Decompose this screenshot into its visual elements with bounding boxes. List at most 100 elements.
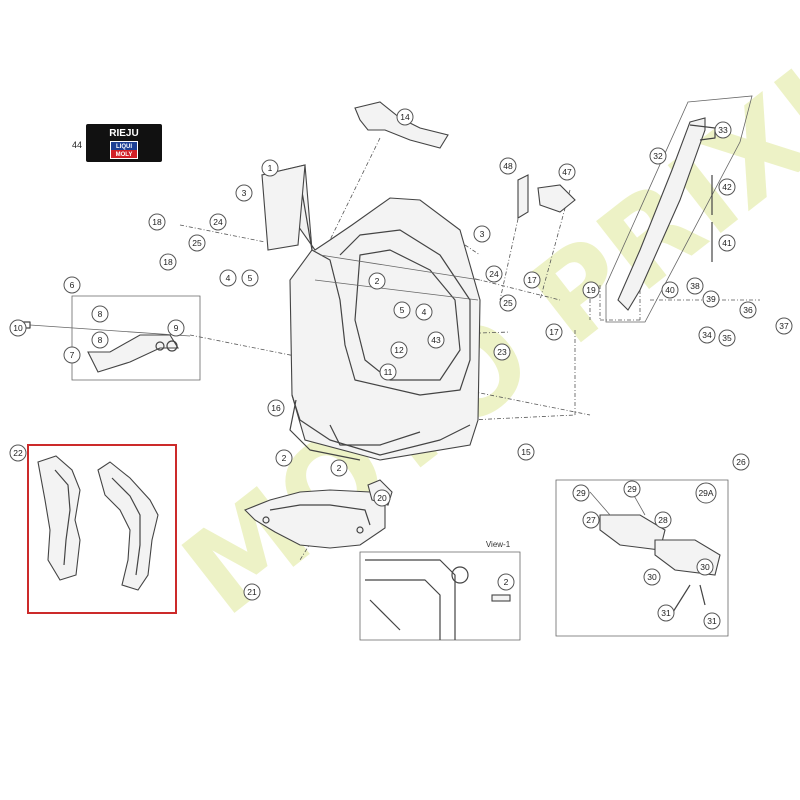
callout-19: 19 (582, 281, 600, 299)
callout-label: 17 (549, 327, 559, 337)
callout-41: 41 (718, 234, 736, 252)
callout-1: 1 (261, 159, 279, 177)
callout-37: 37 (775, 317, 793, 335)
callout-label: 2 (375, 276, 380, 286)
callout-label: 3 (480, 229, 485, 239)
callout-28: 28 (654, 511, 672, 529)
callout-label: 2 (337, 463, 342, 473)
highlight-frame (27, 444, 177, 614)
callout-label: 12 (394, 345, 404, 355)
callout-label: 8 (98, 309, 103, 319)
callout-label: 33 (718, 125, 728, 135)
callout-label: 4 (422, 307, 427, 317)
callout-23: 23 (493, 343, 511, 361)
footrest-assembly (555, 479, 729, 637)
callout-18b: 18 (159, 253, 177, 271)
callout-30b: 30 (696, 558, 714, 576)
callout-label: 17 (527, 275, 537, 285)
callout-10: 10 (9, 319, 27, 337)
callout-label: 20 (377, 493, 387, 503)
callout-22: 22 (9, 444, 27, 462)
callout-label: 18 (152, 217, 162, 227)
callout-36: 36 (739, 301, 757, 319)
callout-label: 7 (70, 350, 75, 360)
callout-label: 23 (497, 347, 507, 357)
callout-3a: 3 (235, 184, 253, 202)
callout-label: 25 (503, 298, 513, 308)
callout-38: 38 (686, 277, 704, 295)
callout-27: 27 (582, 511, 600, 529)
callout-label: 9 (174, 323, 179, 333)
callout-label: 5 (400, 305, 405, 315)
callout-label: 25 (192, 238, 202, 248)
callout-label: 26 (736, 457, 746, 467)
callout-14: 14 (396, 108, 414, 126)
callout-label: 36 (743, 305, 753, 315)
callout-26: 26 (732, 453, 750, 471)
callout-21: 21 (243, 583, 261, 601)
view-label: View-1 (486, 540, 511, 549)
callout-label: 2 (282, 453, 287, 463)
callout-40: 40 (661, 281, 679, 299)
callout-label: 14 (400, 112, 410, 122)
callout-label: 4 (226, 273, 231, 283)
callout-label: 35 (722, 333, 732, 343)
callout-label: 11 (384, 367, 393, 377)
callout-8b: 8 (91, 331, 109, 349)
callout-3b: 3 (473, 225, 491, 243)
callout-label: 37 (779, 321, 789, 331)
callout-label: 29 (627, 484, 637, 494)
callout-label: 43 (431, 335, 441, 345)
callout-47: 47 (558, 163, 576, 181)
engine-mount-bracket (517, 174, 576, 219)
callout-25b: 25 (499, 294, 517, 312)
callout-39: 39 (702, 290, 720, 308)
callout-25a: 25 (188, 234, 206, 252)
callout-label: 19 (586, 285, 596, 295)
callout-label: 29 (576, 488, 586, 498)
callout-29a: 29 (572, 484, 590, 502)
frame-guard-set (37, 455, 159, 591)
callout-label: 5 (248, 273, 253, 283)
callout-2a: 2 (368, 272, 386, 290)
part-callouts: 1222233445567889101112141516171718181920… (9, 108, 793, 630)
callout-9: 9 (167, 319, 185, 337)
callout-label: 3 (242, 188, 247, 198)
callout-35: 35 (718, 329, 736, 347)
callout-43: 43 (427, 331, 445, 349)
callout-4b: 4 (415, 303, 433, 321)
callout-label: 31 (707, 616, 717, 626)
callout-31a: 31 (657, 604, 675, 622)
callout-label: 42 (722, 182, 732, 192)
callout-label: 10 (13, 323, 23, 333)
callout-29A: 29A (695, 482, 717, 504)
callout-label: 30 (647, 572, 657, 582)
callout-label: 48 (503, 161, 513, 171)
logo-partner-line1: LIQUI (116, 144, 132, 150)
logo-brand-text: RIEJU (109, 128, 138, 139)
callout-20: 20 (373, 489, 391, 507)
callout-17b: 17 (545, 323, 563, 341)
callout-label: 6 (70, 280, 75, 290)
pedal-assembly (21, 295, 201, 381)
callout-label: 24 (489, 269, 499, 279)
callout-18a: 18 (148, 213, 166, 231)
callout-label: 18 (163, 257, 173, 267)
callout-2b: 2 (275, 449, 293, 467)
callout-31b: 31 (703, 612, 721, 630)
callout-11: 11 (379, 363, 397, 381)
callout-34: 34 (698, 326, 716, 344)
callout-24a: 24 (209, 213, 227, 231)
callout-5a: 5 (241, 269, 259, 287)
callout-4a: 4 (219, 269, 237, 287)
callout-label: 34 (702, 330, 712, 340)
callout-17a: 17 (523, 271, 541, 289)
callout-label: 39 (706, 294, 716, 304)
callout-label: 41 (722, 238, 732, 248)
callout-8a: 8 (91, 305, 109, 323)
callout-2c: 2 (330, 459, 348, 477)
callout-15: 15 (517, 443, 535, 461)
callout-5b: 5 (393, 301, 411, 319)
callout-30a: 30 (643, 568, 661, 586)
